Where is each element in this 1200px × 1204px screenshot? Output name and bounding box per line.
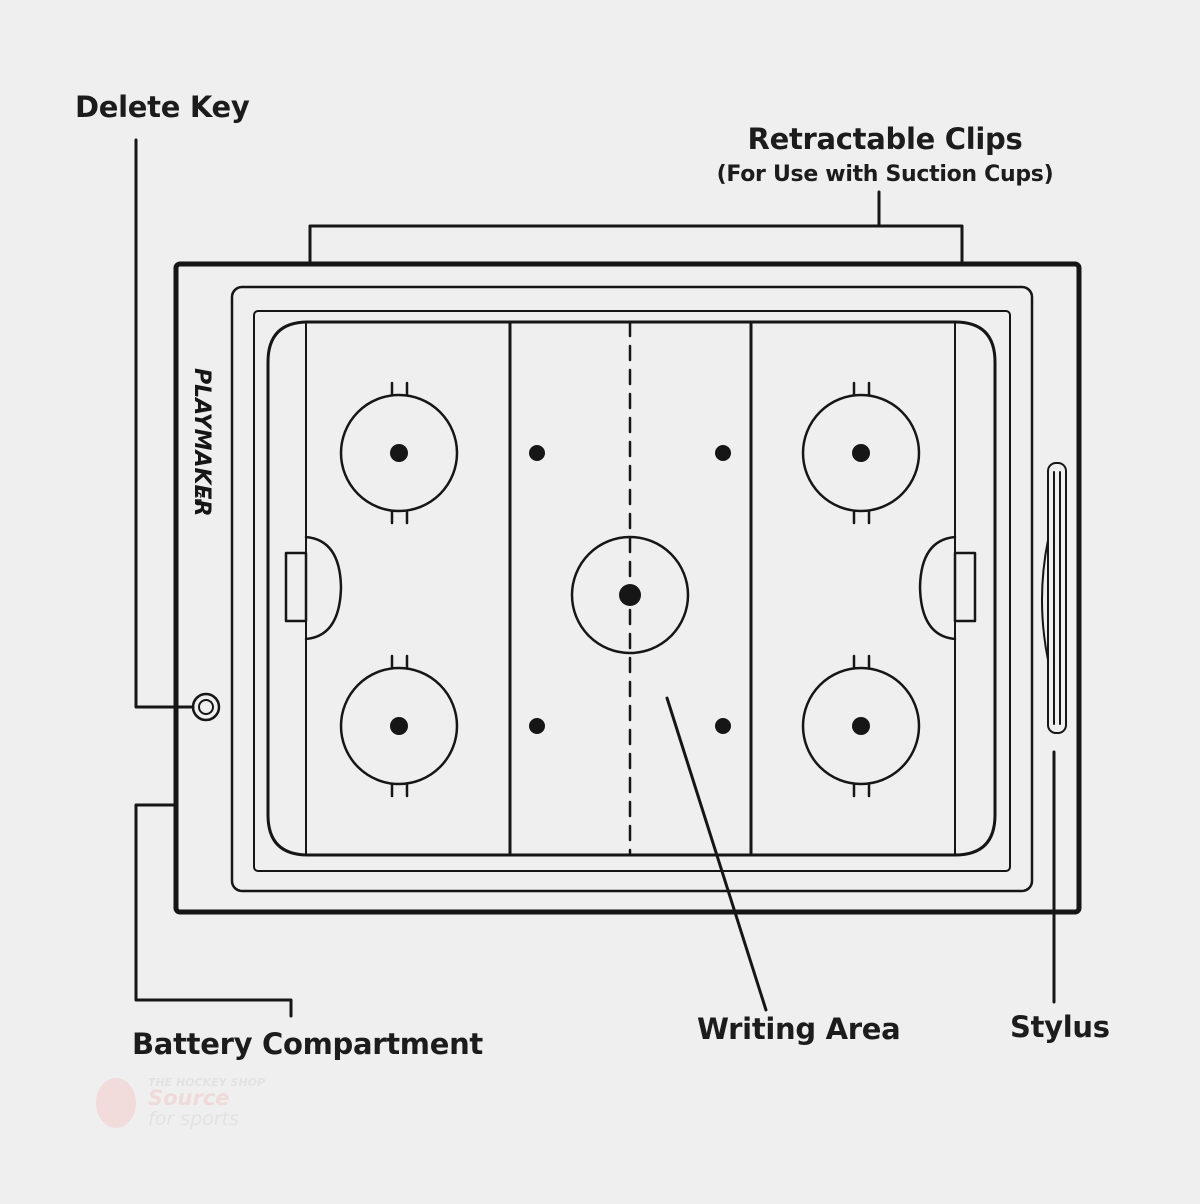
label-retractable-clips: Retractable Clips [747,122,1023,156]
leader-battery-compartment [134,803,293,1018]
label-stylus: Stylus [1010,1010,1110,1044]
neutral-zone-dot [715,445,731,461]
faceoff-circle-bottom-right [801,654,921,798]
goal-crease-left [304,535,343,641]
faceoff-circle-top-right [801,381,921,525]
label-battery-compartment: Battery Compartment [132,1027,483,1061]
faceoff-circle-top-left [339,381,459,525]
brand-name: PLAYMAKER [189,368,214,517]
label-delete-key: Delete Key [75,90,250,124]
neutral-zone-dot [529,445,545,461]
playmaker-logo: PLAYMAKER LCD [189,368,214,517]
neutral-zone-dot [715,718,731,734]
center-faceoff-dot [619,584,641,606]
neutral-zone-dot [529,718,545,734]
watermark-logo-icon [96,1078,136,1128]
label-clips-note: (For Use with Suction Cups) [716,162,1054,187]
watermark-line-2: Source [148,1086,230,1110]
label-writing-area: Writing Area [697,1012,901,1046]
stylus[interactable] [1041,462,1067,734]
device-body [173,261,1082,915]
faceoff-circle-bottom-left [339,654,459,798]
leader-delete-key [134,138,195,709]
faceoff-dot [390,717,408,735]
retractable-clips [308,224,964,264]
faceoff-dot [390,444,408,462]
center-faceoff-circle [570,535,690,655]
watermark-line-3: for sports [148,1108,239,1130]
faceoff-dot [852,444,870,462]
goal-net-left [284,551,308,623]
leader-writing-area [665,696,768,1012]
brand-suffix: LCD [192,486,202,506]
faceoff-dot [852,717,870,735]
screen-frame [230,285,1034,893]
goal-crease-right [918,535,957,641]
screen-inner-frame [253,310,1011,872]
goal-net-right [953,551,977,623]
watermark: THE HOCKEY SHOP Source for sports [96,1076,286,1134]
delete-key[interactable] [191,692,221,722]
watermark-line-1: THE HOCKEY SHOP [148,1076,266,1089]
